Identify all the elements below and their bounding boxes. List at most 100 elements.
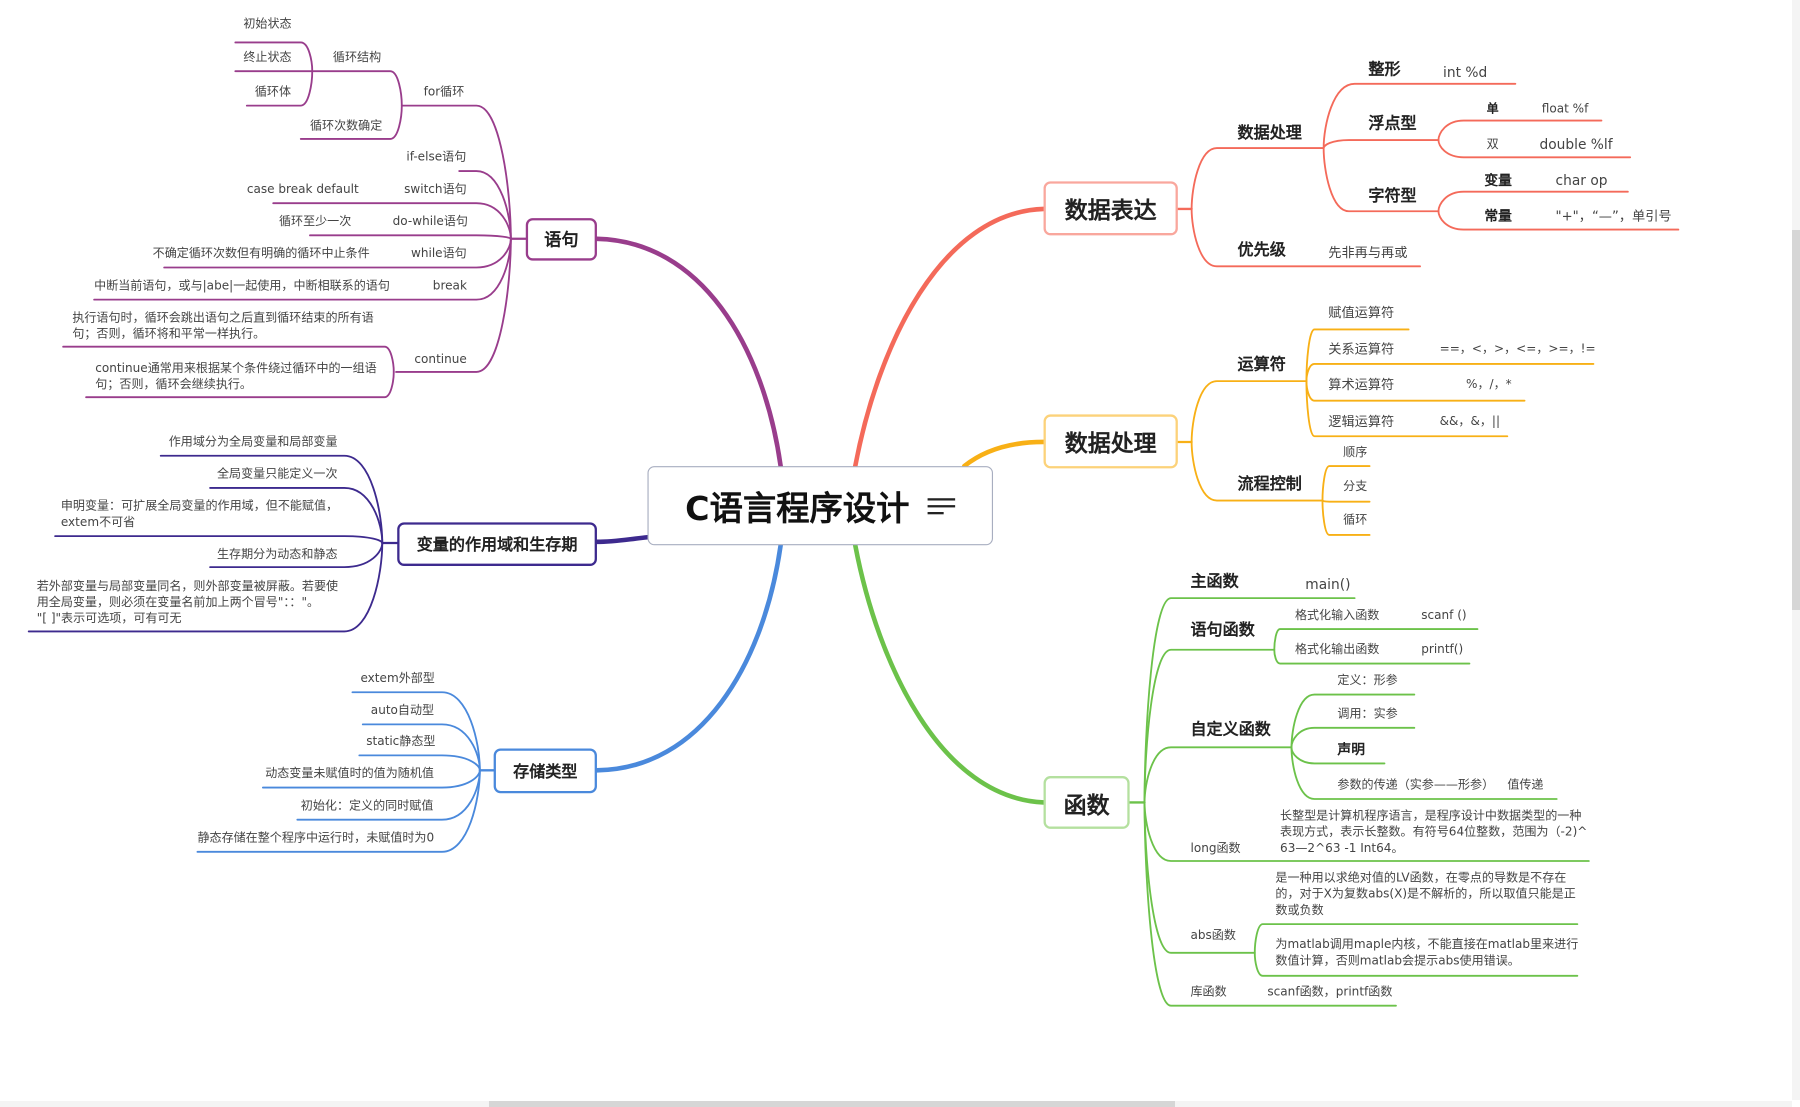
note-double[interactable]: double %lf [1539,136,1613,153]
note-variable[interactable]: char op [1555,172,1608,189]
node-switch[interactable]: switch语句 [404,182,467,197]
node-sequence[interactable]: 顺序 [1343,445,1368,460]
node-priority[interactable]: 优先级 [1237,241,1286,260]
node-input-func[interactable]: 格式化输入函数 [1294,608,1380,623]
branch-line [1437,139,1632,159]
note-input-func[interactable]: scanf () [1421,608,1467,623]
note-arith-op[interactable]: %，/，* [1465,377,1512,392]
storage-item[interactable]: 初始化：定义的同时赋值 [300,799,434,813]
node-initial-state[interactable]: 初始状态 [243,17,292,31]
node-declaration[interactable]: 声明 [1337,741,1365,758]
note-library-func[interactable]: scanf函数，printf函数 [1267,984,1393,999]
node-data-handling[interactable]: 数据处理 [1237,123,1302,143]
scope-item[interactable]: 若外部变量与局部变量同名，则外部变量被屏蔽。若要使 用全局变量，则必须在变量名前… [36,579,339,626]
node-loop-count-fixed[interactable]: 循环次数确定 [309,119,383,134]
node-long-func[interactable]: long函数 [1190,841,1241,856]
main-branch-scope [594,534,650,545]
node-abs-func[interactable]: abs函数 [1190,928,1236,943]
branch-line [361,723,481,772]
node-param-passing[interactable]: 参数的传递（实参——形参） [1337,778,1495,793]
branch-line [1305,362,1595,383]
scope-item[interactable]: 作用域分为全局变量和局部变量 [168,435,338,449]
node-flow-control[interactable]: 流程控制 [1237,475,1302,494]
scope-item[interactable]: 生存期分为动态和静态 [216,547,338,562]
note-constant[interactable]: "+"，“—”，单引号 [1555,207,1672,224]
note-main-func[interactable]: main() [1305,576,1351,593]
branch-line [1273,648,1471,665]
topic-scope-lifetime[interactable]: 变量的作用域和生存期 [397,522,597,566]
node-for-loop[interactable]: for循环 [423,84,465,99]
node-while[interactable]: while语句 [410,246,467,261]
node-single[interactable]: 单 [1486,102,1499,116]
note-priority[interactable]: 先非再与再或 [1328,244,1408,261]
note-continue-2[interactable]: continue通常用来根据某个条件绕过循环中的一组语 句；否则，循环会继续执行… [95,361,377,392]
node-branch[interactable]: 分支 [1343,479,1368,494]
scope-item[interactable]: 全局变量只能定义一次 [216,467,338,482]
node-call[interactable]: 调用：实参 [1337,707,1398,721]
branch-line [1143,648,1276,804]
node-continue[interactable]: continue [414,352,467,367]
note-do-while[interactable]: 循环至少一次 [278,214,352,229]
node-custom-func[interactable]: 自定义函数 [1190,720,1271,740]
note-output-func[interactable]: printf() [1421,642,1464,657]
note-while[interactable]: 不确定循环次数但有明确的循环中止条件 [152,246,370,261]
storage-item[interactable]: 动态变量未赋值时的值为随机值 [265,766,434,781]
node-float[interactable]: 浮点型 [1368,114,1417,134]
node-double[interactable]: 双 [1486,137,1499,152]
branch-line [1305,380,1509,438]
note-abs-2[interactable]: 为matlab调用maple内核，不能直接在matlab里来进行 数值计算，否则… [1275,937,1579,968]
topic-functions[interactable]: 函数 [1043,776,1130,829]
storage-item[interactable]: static静态型 [366,734,436,749]
node-main-func[interactable]: 主函数 [1190,572,1239,592]
node-arith-op[interactable]: 算术运算符 [1328,376,1395,393]
note-switch[interactable]: case break default [246,182,359,197]
storage-item[interactable]: extem外部型 [360,671,435,686]
horizontal-scrollbar[interactable] [0,1101,1792,1107]
node-loop-structure[interactable]: 循环结构 [332,50,382,65]
note-integer[interactable]: int %d [1443,64,1488,81]
storage-item[interactable]: 静态存储在整个程序中运行时，未赋值时为0 [197,831,435,845]
node-end-state[interactable]: 终止状态 [243,50,292,65]
note-logic-op[interactable]: &&，&，|| [1439,414,1501,429]
note-relation-op[interactable]: ==，<，>，<=，>=，!= [1439,342,1596,356]
node-if-else[interactable]: if-else语句 [406,150,467,165]
topic-label: 数据表达 [1064,196,1157,224]
topic-data-processing[interactable]: 数据处理 [1043,414,1178,469]
root-topic[interactable]: C语言程序设计 [647,466,994,546]
topic-label: 函数 [1063,790,1110,818]
node-library-func[interactable]: 库函数 [1190,984,1227,999]
node-logic-op[interactable]: 逻辑运算符 [1328,413,1395,430]
node-integer[interactable]: 整形 [1368,60,1401,80]
scope-item[interactable]: 申明变量：可扩展全局变量的作用域，但不能赋值， extem不可省 [60,499,339,530]
branch-line [1437,210,1680,231]
note-single[interactable]: float %f [1541,102,1589,116]
vertical-scrollbar-thumb[interactable] [1792,230,1800,610]
note-long-func[interactable]: 长整型是计算机程序语言，是程序设计中数据类型的一种 表现方式，表示长整数。有符号… [1280,809,1588,856]
node-do-while[interactable]: do-while语句 [392,214,468,229]
node-assign-op[interactable]: 赋值运算符 [1328,304,1395,321]
menu-lines-icon[interactable] [927,495,956,516]
topic-data-expression[interactable]: 数据表达 [1043,181,1178,236]
note-param-passing[interactable]: 值传递 [1507,778,1544,793]
note-continue-1[interactable]: 执行语句时，循环会跳出语句之后直到循环结束的所有语 句；否则，循环将和平常一样执… [72,311,374,341]
node-char[interactable]: 字符型 [1368,187,1417,206]
topic-storage-type[interactable]: 存储类型 [493,748,597,794]
node-constant[interactable]: 常量 [1484,207,1512,224]
node-break[interactable]: break [432,278,467,293]
node-relation-op[interactable]: 关系运算符 [1328,340,1395,358]
storage-item[interactable]: auto自动型 [370,703,435,718]
note-break[interactable]: 中断当前语句，或与|abe|一起使用，中断相联系的语句 [94,278,390,293]
note-abs-1[interactable]: 是一种用以求绝对值的LV函数，在零点的导数是不存在 的，对于X为复数abs(X)… [1275,871,1576,918]
node-variable[interactable]: 变量 [1484,172,1512,189]
vertical-scrollbar[interactable] [1792,0,1800,1100]
main-branch-statements [594,236,783,469]
node-loop[interactable]: 循环 [1343,513,1368,527]
node-loop-body[interactable]: 循环体 [254,84,292,99]
horizontal-scrollbar-thumb[interactable] [489,1101,1175,1107]
node-operators[interactable]: 运算符 [1237,355,1286,375]
node-definition[interactable]: 定义：形参 [1337,673,1398,688]
node-output-func[interactable]: 格式化输出函数 [1294,642,1380,657]
node-stmt-funcs[interactable]: 语句函数 [1190,621,1255,640]
topic-statements[interactable]: 语句 [525,218,597,261]
